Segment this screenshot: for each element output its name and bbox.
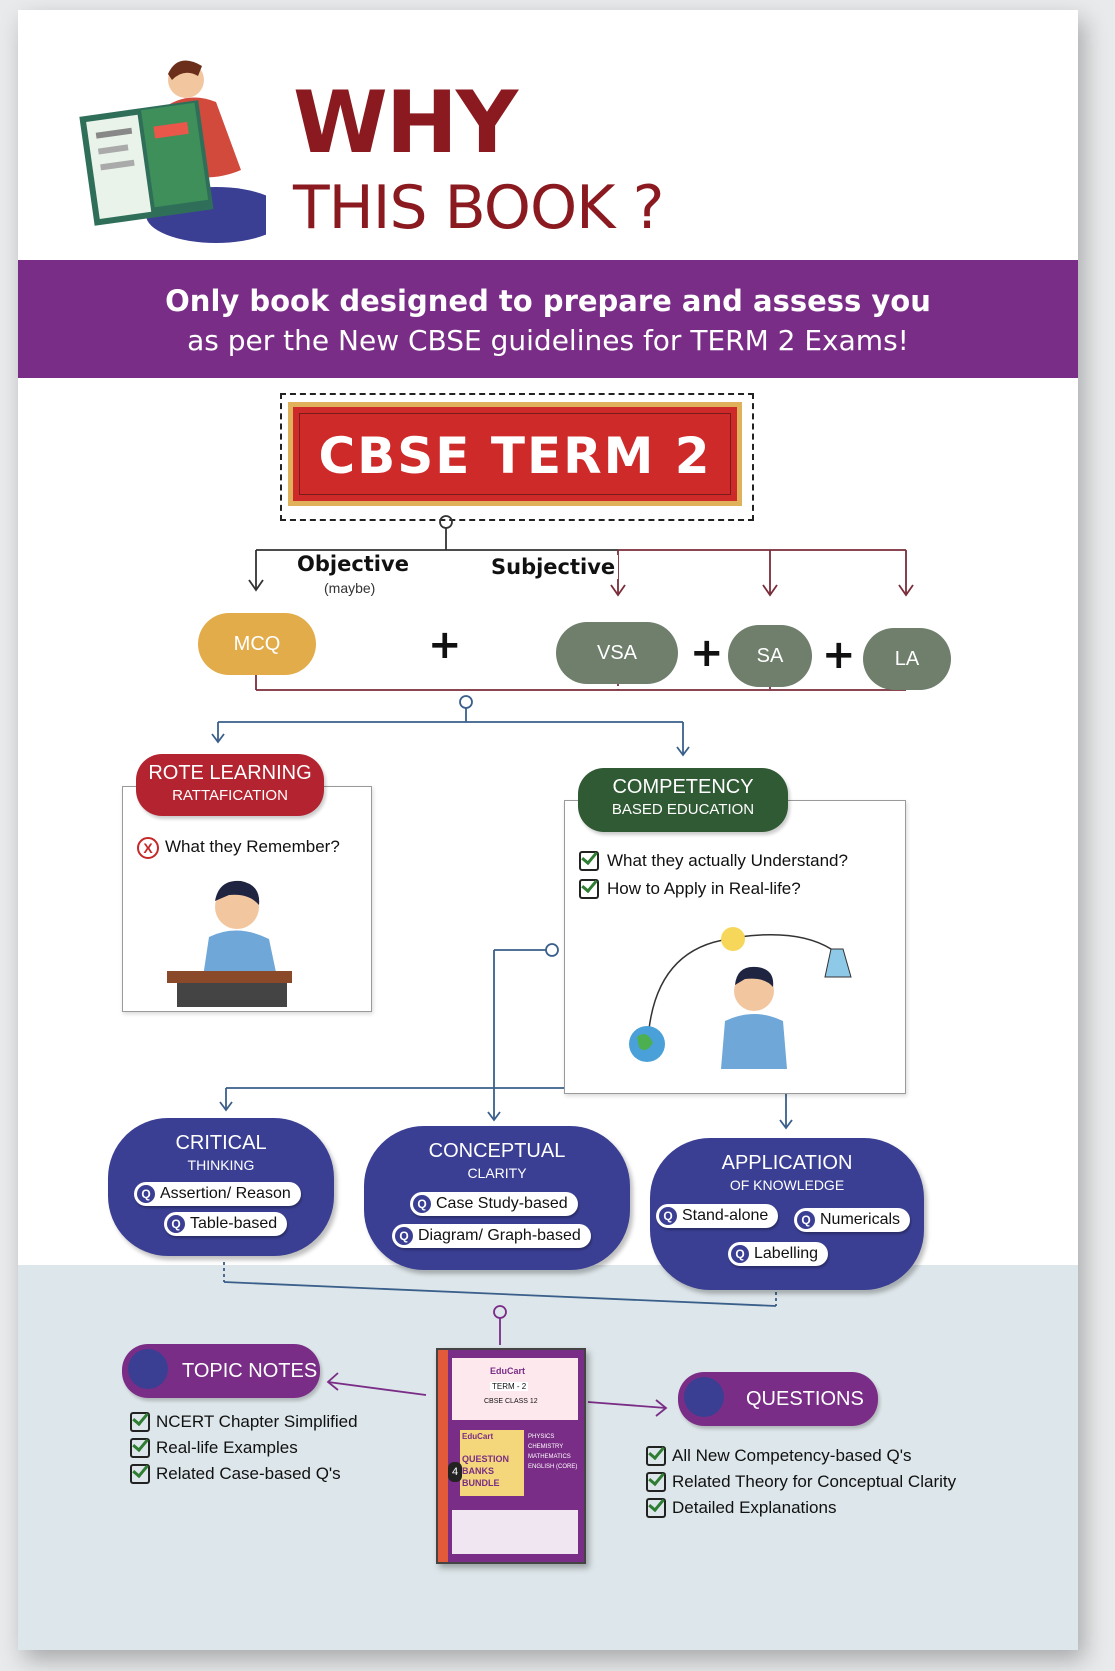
question-badge-icon: Q [731,1245,749,1263]
competency-point-1: What they actually Understand? [607,851,848,870]
book-term: TERM - 2 [490,1382,529,1391]
student-applying-illustration [629,927,852,1069]
book-bundle-line-2: BANKS [462,1466,495,1476]
question-bubble-icon [684,1377,724,1417]
questions-item: Detailed Explanations [672,1498,837,1517]
book-bundle-cover: EduCart TERM - 2 CBSE CLASS 12 EduCart Q… [436,1348,586,1564]
book-count-badge: 4 [448,1462,462,1482]
heading-why: WHY [293,73,518,173]
question-badge-icon: Q [659,1207,677,1225]
objective-label: Objective [294,552,412,576]
rote-learning-tag: ROTE LEARNING RATTAFICATION [136,754,324,816]
competency-card: What they actually Understand? How to Ap… [564,800,906,1094]
objective-note: (maybe) [324,580,376,596]
topic-notes-item: Real-life Examples [156,1438,298,1457]
term-box-border [280,393,754,521]
term-box-label: CBSE TERM 2 [318,427,712,485]
plus-sign: + [428,622,462,668]
question-badge-icon: Q [395,1227,413,1245]
tagline-band: Only book designed to prepare and assess… [18,260,1078,378]
question-badge-icon: Q [137,1185,155,1203]
pillar-title: APPLICATION [721,1152,853,1174]
vsa-pill: VSA [556,622,678,684]
book-brand-inner: EduCart [462,1432,494,1441]
plus-sign: + [822,632,856,678]
rote-title: ROTE LEARNING [148,762,312,784]
book-class: CBSE CLASS 12 [484,1398,538,1405]
question-badge-icon: Q [797,1211,815,1229]
flask-icon [824,948,852,978]
mcq-pill: MCQ [198,613,316,675]
flow-connectors [211,515,914,1417]
topic-notes-item: Related Case-based Q's [156,1464,341,1483]
la-pill: LA [863,628,951,690]
term-box: CBSE TERM 2 [288,402,742,506]
question-badge-icon: Q [167,1215,185,1233]
sa-pill: SA [728,625,812,687]
competency-subtitle: BASED EDUCATION [611,801,755,818]
book-bundle-line-1: QUESTION [462,1454,510,1464]
question-badge-icon: Q [413,1195,431,1213]
notes-icon [128,1349,168,1389]
infographic-sheet: WHY THIS BOOK ? Only book designed to pr… [18,10,1078,1650]
check-icon [579,851,599,871]
book-subject: CHEMISTRY [528,1444,564,1450]
competency-point-2: How to Apply in Real-life? [607,879,801,898]
tagline-line-2: as per the New CBSE guidelines for TERM … [187,324,909,357]
book-brand: EduCart [490,1366,526,1376]
plus-sign: + [690,630,724,676]
pillar-title: CONCEPTUAL [428,1140,566,1162]
subjective-label: Subjective [488,555,619,579]
reader-illustration-icon [79,60,266,243]
competency-title: COMPETENCY [612,776,754,798]
competency-tag: COMPETENCY BASED EDUCATION [578,768,788,832]
pillar-subtitle: THINKING [187,1157,255,1173]
check-icon [130,1438,150,1458]
topic-notes-tag: TOPIC NOTES [122,1344,320,1398]
heading-this-book: THIS BOOK ? [293,173,664,243]
rote-subtitle: RATTAFICATION [172,787,288,804]
topic-notes-title: TOPIC NOTES [182,1360,318,1382]
rote-question: What they Remember? [165,837,340,856]
rote-learning-card: X What they Remember? [122,786,372,1012]
pillar-title: CRITICAL [175,1132,267,1154]
book-bundle-line-3: BUNDLE [462,1478,500,1488]
pillar-subtitle: CLARITY [467,1165,527,1181]
lightbulb-icon [721,927,745,951]
topic-notes-item: NCERT Chapter Simplified [156,1412,358,1431]
check-icon [646,1498,666,1518]
questions-item: All New Competency-based Q's [672,1446,912,1465]
questions-tag: QUESTIONS [678,1372,878,1426]
check-icon [646,1472,666,1492]
check-icon [130,1464,150,1484]
questions-item: Related Theory for Conceptual Clarity [672,1472,957,1491]
cross-icon: X [137,837,159,859]
book-subject: ENGLISH (CORE) [528,1464,578,1470]
student-memorising-illustration [167,880,292,1007]
questions-title: QUESTIONS [746,1388,864,1410]
check-icon [130,1412,150,1432]
pillar-subtitle: OF KNOWLEDGE [729,1177,845,1193]
tagline-line-1: Only book designed to prepare and assess… [165,284,931,318]
check-icon [579,879,599,899]
book-subject: MATHEMATICS [528,1454,571,1460]
book-subject: PHYSICS [528,1434,555,1440]
check-icon [646,1446,666,1466]
